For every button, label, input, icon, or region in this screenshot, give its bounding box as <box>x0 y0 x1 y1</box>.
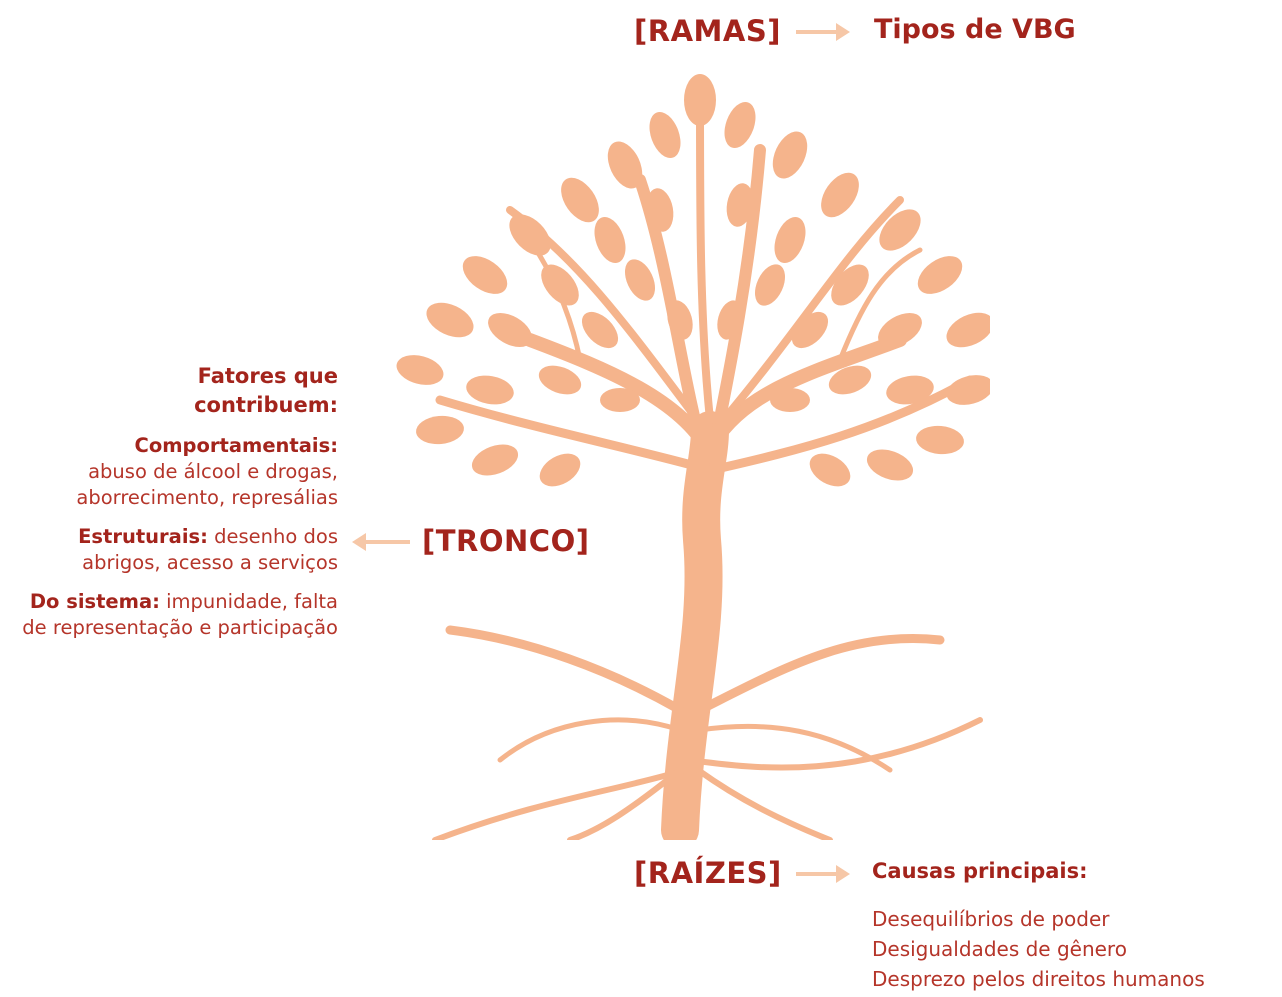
trunk-label: [TRONCO] <box>422 524 590 558</box>
factor-system: Do sistema: impunidade, falta de represe… <box>22 590 338 639</box>
tree-icon <box>396 74 990 840</box>
list-item: Desprezo pelos direitos humanos <box>872 967 1205 991</box>
root-causes-list: Desequilíbrios de poder Desigualdades de… <box>872 904 1205 994</box>
roots-label: [RAÍZES] <box>634 856 782 890</box>
factors-heading: Fatores que contribuem: <box>194 364 338 417</box>
factor-behavioral: Comportamentais: abuso de álcool e droga… <box>76 434 338 509</box>
branches-label: [RAMAS] <box>634 14 781 48</box>
roots-heading: Causas principais: <box>872 859 1088 883</box>
factor-structural: Estruturais: desenho dos abrigos, acesso… <box>78 525 338 574</box>
list-item: Desigualdades de gênero <box>872 937 1127 961</box>
contributing-factors-panel: Fatores que contribuem: Comportamentais:… <box>0 362 338 654</box>
list-item: Desequilíbrios de poder <box>872 907 1110 931</box>
branches-description: Tipos de VBG <box>874 14 1076 45</box>
